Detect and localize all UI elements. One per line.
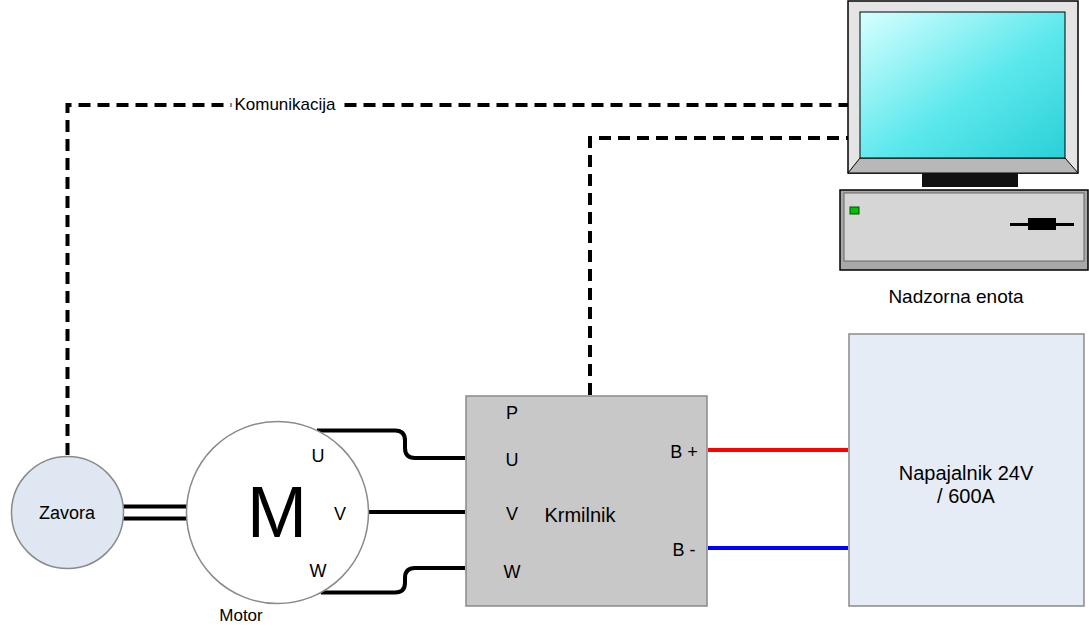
- battery-terminal-label: B +: [670, 442, 698, 463]
- motor-symbol: M: [247, 471, 307, 554]
- motor-pin-label: V: [334, 504, 346, 525]
- phase-wire: [368, 510, 465, 514]
- controller-pin-label: V: [506, 504, 518, 525]
- computer-name: Nadzorna enota: [888, 286, 1023, 308]
- pc-front: [844, 193, 1084, 261]
- controller-pin-label: P: [506, 403, 518, 424]
- circle-outline: [12, 457, 124, 569]
- communication-line: [590, 138, 848, 395]
- power-supply-box: Napajalnik 24V / 600A: [848, 333, 1085, 607]
- motor-pin-label: W: [310, 561, 327, 582]
- drive-door: [1028, 218, 1056, 230]
- motor-name: Motor: [219, 606, 262, 626]
- box-outline: [466, 396, 707, 606]
- supervisor-computer: Nadzorna enota: [838, 0, 1089, 312]
- positive-supply-wire: [708, 448, 848, 452]
- brake-name: Zavora: [39, 503, 95, 524]
- monitor-bezel: [848, 158, 1078, 173]
- node-outline: [838, 0, 1089, 312]
- power-supply-name: Napajalnik 24V / 600A: [896, 462, 1036, 508]
- monitor-screen: [860, 12, 1065, 158]
- box-outline: [849, 334, 1084, 606]
- controller-name: Krmilnik: [544, 504, 615, 527]
- edge-label: Komunikacija: [231, 95, 338, 115]
- brake-shaft: [123, 507, 187, 519]
- circle-outline: [187, 422, 369, 604]
- brake-circle: Zavora: [10, 455, 125, 570]
- controller-pin-label: W: [504, 562, 521, 583]
- node-outline: [465, 395, 708, 607]
- controller-pin-label: U: [506, 450, 519, 471]
- motor-pin-label: U: [312, 446, 325, 467]
- battery-terminal-label: B -: [672, 540, 695, 561]
- pc-case: [840, 190, 1088, 270]
- monitor-stand: [922, 173, 1018, 187]
- controller-box: Krmilnik: [465, 395, 708, 607]
- negative-supply-wire: [708, 546, 848, 550]
- monitor-frame: [848, 1, 1078, 173]
- communication-line: [68, 105, 849, 455]
- power-led: [850, 207, 859, 214]
